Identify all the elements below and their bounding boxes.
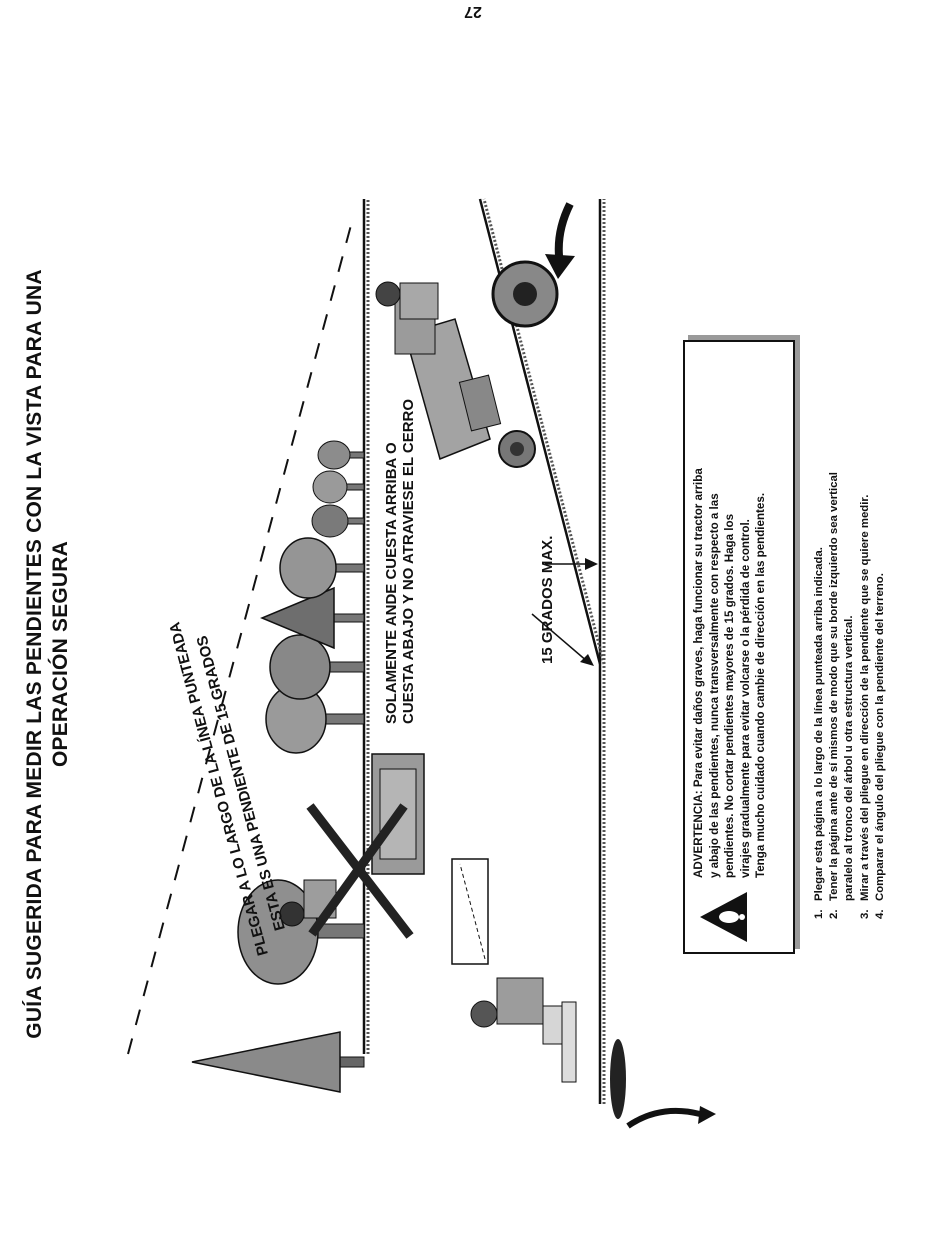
warning-line-2: y abajo de las pendientes, nunca transve… [707, 493, 721, 878]
warning-text: ADVERTENCIA: Para evitar daños graves, h… [691, 348, 769, 878]
warning-line-4: virajes gradualmente para evitar volcars… [738, 519, 752, 878]
ride-label-2: CUESTA ABAJO Y NO ATRAVIESE EL CERRO [400, 399, 417, 724]
tree-pine [191, 1031, 365, 1093]
ride-label-1: SOLAMENTE ANDE CUESTA ARRIBA O [383, 442, 400, 724]
tractor-across-slope-crossed [279, 753, 425, 939]
warning-line-1: ADVERTENCIA: Para evitar daños graves, h… [692, 468, 705, 878]
direction-arrow-icon [545, 202, 575, 279]
tree-round-4 [279, 537, 365, 599]
tree-small-1 [311, 504, 365, 538]
warning-line-3: pendientes. No cortar pendientes mayores… [723, 513, 737, 878]
list-item: 1. Plegar esta página a lo largo de la lí… [812, 299, 827, 919]
fold-dashed-line [127, 213, 355, 1055]
tractor-rider-uphill [375, 260, 559, 468]
warning-line-5: Tenga mucho cuidado cuando cambie de dir… [754, 492, 768, 878]
step-text: Plegar esta página a lo largo de la líne… [813, 547, 825, 901]
person-holding-page [451, 858, 626, 1119]
fold-arrow-icon [626, 1106, 716, 1129]
tree-small-3 [317, 440, 365, 470]
step-number: 3. [858, 909, 871, 920]
step-number: 1. [813, 909, 825, 920]
instruction-list: 1. Plegar esta página a lo largo de la lí… [812, 299, 888, 919]
list-item: 2. Tener la página ante de sí mismos de m… [827, 299, 857, 919]
step-text: Comparar el ángulo del pliegue con la pe… [873, 573, 886, 901]
step-text-continued: paralelo al tronco del árbol u otra estr… [843, 615, 856, 901]
tree-small-2 [312, 470, 365, 504]
step-text: Tener la página ante de sí mismos de mod… [828, 472, 841, 901]
tree-cone [260, 586, 365, 650]
warning-icon [700, 892, 747, 942]
step-number: 4. [873, 909, 886, 920]
angle-label: 15 GRADOS MAX. [539, 536, 556, 664]
step-text: Mirar a través del pliegue en dirección … [858, 494, 871, 901]
tree-round-3 [269, 634, 365, 700]
angle-arrows [531, 558, 598, 666]
list-item: 4. Comparar el ángulo del pliegue con la … [873, 299, 888, 919]
warning-box: ADVERTENCIA: Para evitar daños graves, h… [683, 340, 795, 954]
list-item: 3. Mirar a través del pliegue en direcció… [858, 299, 873, 919]
step-number: 2. [828, 909, 841, 920]
